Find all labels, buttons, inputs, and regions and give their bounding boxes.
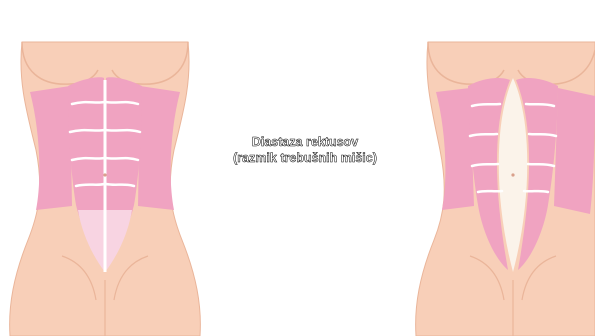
torso-diastasis bbox=[416, 42, 595, 336]
navel-normal bbox=[103, 173, 106, 176]
caption: Diastaza rektusov (razmik trebušnih miši… bbox=[205, 134, 405, 166]
caption-title: Diastaza rektusov bbox=[205, 134, 405, 150]
torso-normal bbox=[10, 42, 201, 336]
caption-subtitle: (razmik trebušnih mišic) bbox=[205, 150, 405, 166]
oblique-right-2 bbox=[554, 88, 595, 214]
navel-diastasis bbox=[511, 173, 514, 176]
